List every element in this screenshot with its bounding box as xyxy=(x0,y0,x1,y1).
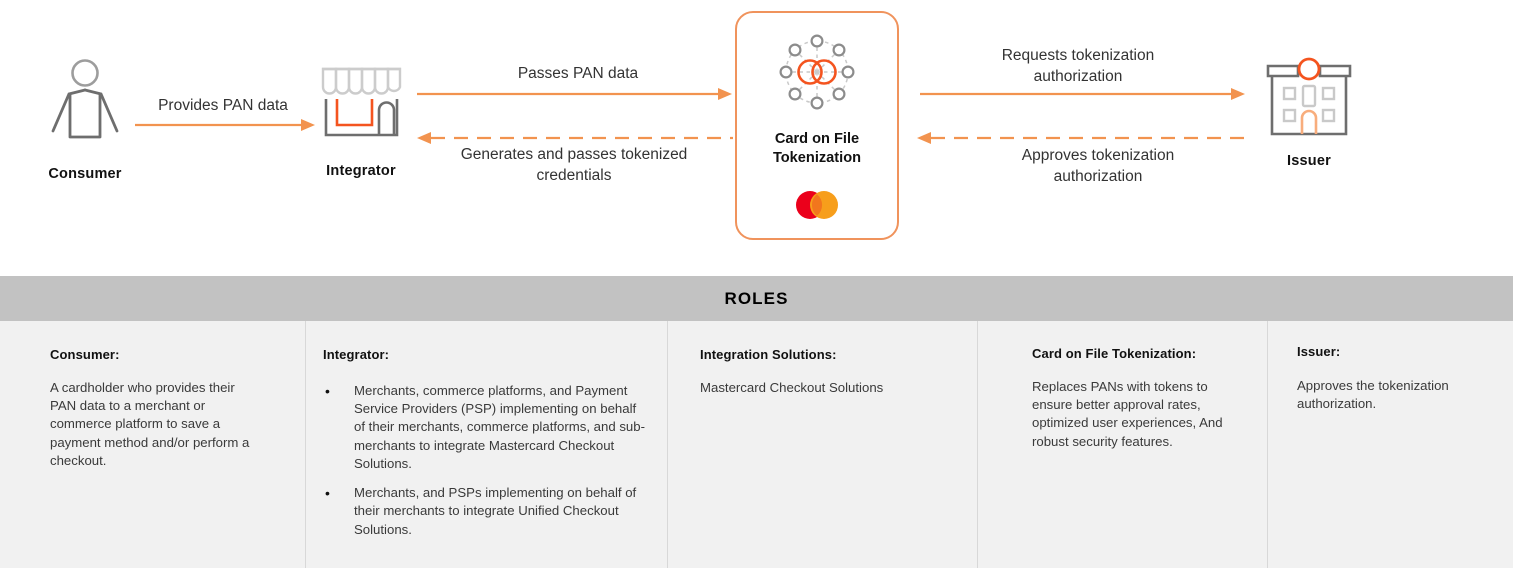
card-on-file-tokenization-card: Card on File Tokenization xyxy=(735,11,899,240)
card-title-line1: Card on File xyxy=(774,131,860,147)
role-column-integrator: Integrator: • Merchants, commerce platfo… xyxy=(305,321,667,568)
mastercard-logo xyxy=(791,189,843,226)
list-item: • Merchants, and PSPs implementing on be… xyxy=(321,484,649,539)
node-consumer: Consumer xyxy=(20,59,150,182)
role-body-integration-solutions: Mastercard Checkout Solutions xyxy=(700,380,884,395)
role-heading-integration-solutions: Integration Solutions: xyxy=(700,347,837,362)
role-column-integration-solutions: Integration Solutions: Mastercard Checko… xyxy=(667,321,977,568)
arrow-requests-tokenization xyxy=(920,88,1245,100)
node-issuer-label: Issuer xyxy=(1287,153,1331,169)
bank-building-icon xyxy=(1244,55,1374,140)
person-icon xyxy=(20,59,150,140)
arrow-approves-tokenization xyxy=(917,132,1246,144)
roles-panel: Consumer: A cardholder who provides thei… xyxy=(0,321,1513,568)
role-column-card-on-file-tokenization: Card on File Tokenization: Replaces PANs… xyxy=(977,321,1267,568)
role-column-issuer: Issuer: Approves the tokenization author… xyxy=(1267,321,1513,568)
role-column-consumer: Consumer: A cardholder who provides thei… xyxy=(0,321,305,568)
role-heading-issuer: Issuer: xyxy=(1297,344,1341,359)
flow-label-passes-pan-data: Passes PAN data xyxy=(517,65,639,82)
bullet-icon: • xyxy=(325,485,330,502)
bullet-icon: • xyxy=(325,383,330,399)
flow-label-provides-pan-data: Provides PAN data xyxy=(158,97,288,114)
role-heading-card-on-file-tokenization: Card on File Tokenization: xyxy=(1032,346,1197,361)
role-bullet-list-integrator: • Merchants, commerce platforms, and Pay… xyxy=(321,382,649,539)
list-item-text: Merchants, commerce platforms, and Payme… xyxy=(354,383,645,471)
token-network-icon xyxy=(771,29,863,120)
role-body-card-on-file-tokenization: Replaces PANs with tokens to ensure bett… xyxy=(1032,379,1223,449)
flow-diagram: Consumer xyxy=(0,0,1513,276)
storefront-icon xyxy=(296,62,426,142)
roles-section-title: ROLES xyxy=(724,288,789,308)
role-heading-consumer: Consumer: xyxy=(50,347,120,362)
list-item-text: Merchants, and PSPs implementing on beha… xyxy=(354,485,637,537)
arrow-provides-pan-data xyxy=(135,119,315,131)
role-body-issuer: Approves the tokenization authorization. xyxy=(1297,378,1449,412)
card-title: Card on File Tokenization xyxy=(773,130,861,169)
arrow-passes-pan-data xyxy=(417,88,732,100)
node-consumer-label: Consumer xyxy=(48,166,122,182)
node-integrator-label: Integrator xyxy=(326,163,396,179)
node-issuer: Issuer xyxy=(1244,55,1374,169)
list-item: • Merchants, commerce platforms, and Pay… xyxy=(321,382,649,473)
role-heading-integrator: Integrator: xyxy=(323,347,390,362)
card-title-line2: Tokenization xyxy=(772,150,862,167)
roles-section-bar: ROLES xyxy=(0,276,1513,321)
flow-label-requests-tokenization: Requests tokenization authorization xyxy=(1001,47,1155,85)
role-body-consumer: A cardholder who provides their PAN data… xyxy=(50,380,250,468)
flow-label-generates-credentials: Generates and passes tokenized credentia… xyxy=(460,146,688,184)
arrow-generates-credentials xyxy=(417,132,733,144)
flow-label-approves-tokenization: Approves tokenization authorization xyxy=(1021,147,1175,185)
node-integrator: Integrator xyxy=(296,62,426,179)
